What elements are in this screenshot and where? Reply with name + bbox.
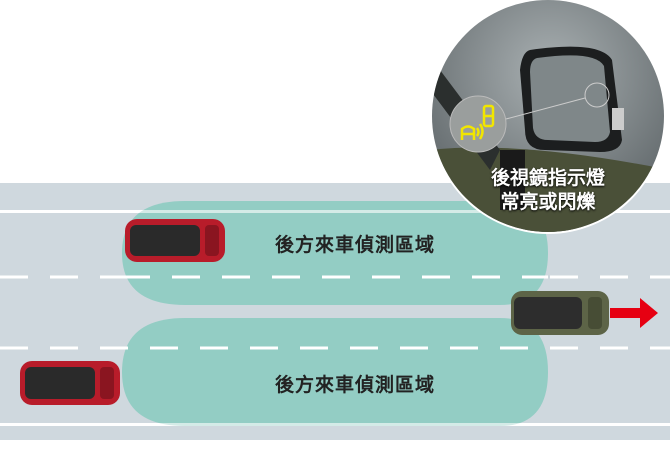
mirror-caption-line2: 常亮或閃爍: [500, 191, 596, 213]
detection-zone-label: 後方來車偵測區域: [274, 374, 435, 396]
detected-car-lower: [20, 361, 120, 405]
mirror-indicator-caption: 後視鏡指示燈 常亮或閃爍: [458, 166, 638, 214]
blind-spot-indicator-icon: [460, 104, 495, 140]
detection-zone-label: 後方來車偵測區域: [274, 234, 435, 256]
mirror-caption-line1: 後視鏡指示燈: [490, 167, 605, 189]
detection-zone-right: [122, 318, 548, 426]
direction-arrow-icon: [610, 298, 658, 328]
mirror-callout-circle: [430, 0, 666, 234]
own-car: [511, 291, 609, 335]
indicator-magnified: [449, 95, 507, 153]
detected-car-upper: [125, 219, 225, 262]
detection-zone-left: [122, 201, 548, 305]
